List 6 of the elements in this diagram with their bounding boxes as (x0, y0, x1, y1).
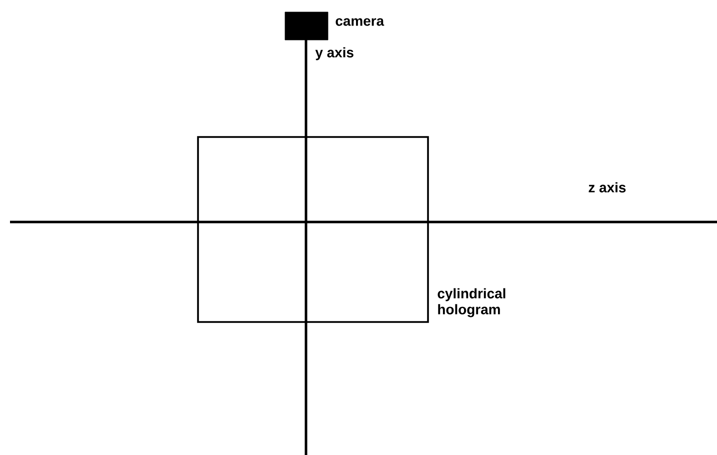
hologram-box: cylindrical hologram (197, 136, 506, 323)
node-label: cylindrical hologram (438, 288, 506, 318)
axis-label: z axis (588, 182, 626, 192)
camera-box (284, 12, 328, 40)
camera-label: camera (336, 18, 384, 26)
axis-label: y axis (315, 47, 354, 60)
